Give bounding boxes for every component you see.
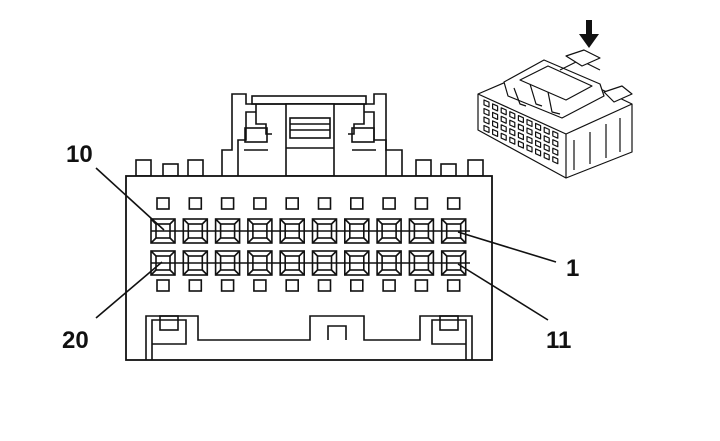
iso-cavity	[526, 118, 533, 128]
iso-cavity	[517, 132, 525, 141]
iso-cavity	[534, 148, 542, 157]
pin-row-a	[150, 218, 470, 244]
iso-cavity	[492, 128, 499, 137]
cavity-hole	[414, 197, 429, 210]
pin-label-11: 11	[546, 327, 571, 354]
iso-cavity	[543, 152, 550, 161]
pin-label-20: 20	[62, 327, 89, 354]
iso-cavity	[543, 126, 550, 135]
cavity-hole	[382, 279, 396, 292]
iso-cavity	[517, 123, 525, 132]
iso-cavity	[509, 136, 516, 145]
cavity-hole	[317, 197, 332, 210]
iso-cavity	[543, 143, 550, 152]
lower-row-holes	[156, 279, 461, 292]
cavity-hole	[220, 279, 235, 292]
leader-line-10	[95, 167, 165, 231]
connector-front-view	[95, 93, 557, 361]
iso-cavity	[534, 122, 542, 131]
cavity-hole	[253, 197, 267, 210]
cavity-hole	[349, 197, 364, 210]
iso-cavity	[500, 124, 507, 133]
iso-cavity	[509, 111, 516, 120]
iso-cavity	[483, 107, 490, 117]
pin-row-b	[150, 250, 470, 276]
iso-cavity	[534, 139, 542, 148]
iso-cavity	[492, 120, 499, 129]
cavity-hole	[446, 197, 461, 210]
cavity-hole	[188, 279, 203, 292]
iso-cavity	[500, 107, 507, 116]
connector-3d-icon	[477, 49, 633, 179]
iso-cavity	[552, 130, 559, 139]
iso-cavity	[492, 111, 499, 121]
upper-row-holes	[156, 197, 461, 210]
iso-cavity	[483, 116, 490, 125]
cavity-hole	[285, 279, 300, 292]
pin-label-10: 10	[66, 141, 93, 168]
iso-cavity	[526, 135, 533, 145]
iso-cavity	[483, 99, 490, 108]
cavity-hole	[156, 197, 170, 210]
iso-cavity	[526, 127, 533, 136]
iso-cavity	[552, 156, 559, 165]
iso-cavity	[552, 139, 559, 148]
iso-cavity	[492, 103, 499, 112]
top-tabs	[135, 159, 484, 177]
connector-housing	[125, 175, 493, 361]
iso-cavity	[483, 124, 490, 134]
leader-line-11	[457, 263, 549, 321]
iso-cavity	[500, 132, 507, 141]
cavity-hole	[285, 197, 300, 210]
cavity-hole	[349, 279, 364, 292]
cavity-hole	[156, 279, 170, 292]
cavity-hole	[446, 279, 461, 292]
cavity-hole	[188, 197, 203, 210]
cavity-hole	[317, 279, 332, 292]
iso-cavity	[517, 114, 525, 124]
iso-cavity	[526, 144, 533, 153]
cavity-hole	[253, 279, 267, 292]
iso-cavity	[534, 131, 542, 140]
leader-line-20	[95, 261, 163, 319]
cavity-hole	[382, 197, 396, 210]
iso-cavity	[500, 115, 507, 124]
latch-tower	[221, 93, 403, 177]
bottom-keys	[145, 315, 473, 360]
iso-cavity-grid	[483, 99, 559, 165]
cavity-hole	[220, 197, 235, 210]
iso-cavity	[552, 147, 559, 156]
pin-label-1: 1	[566, 255, 579, 282]
cavity-hole	[414, 279, 429, 292]
iso-cavity	[543, 135, 550, 144]
down-arrow-icon	[579, 20, 599, 48]
iso-cavity	[517, 140, 525, 149]
leader-line-1	[457, 231, 557, 263]
iso-cavity	[509, 128, 516, 137]
iso-cavity	[509, 119, 516, 128]
